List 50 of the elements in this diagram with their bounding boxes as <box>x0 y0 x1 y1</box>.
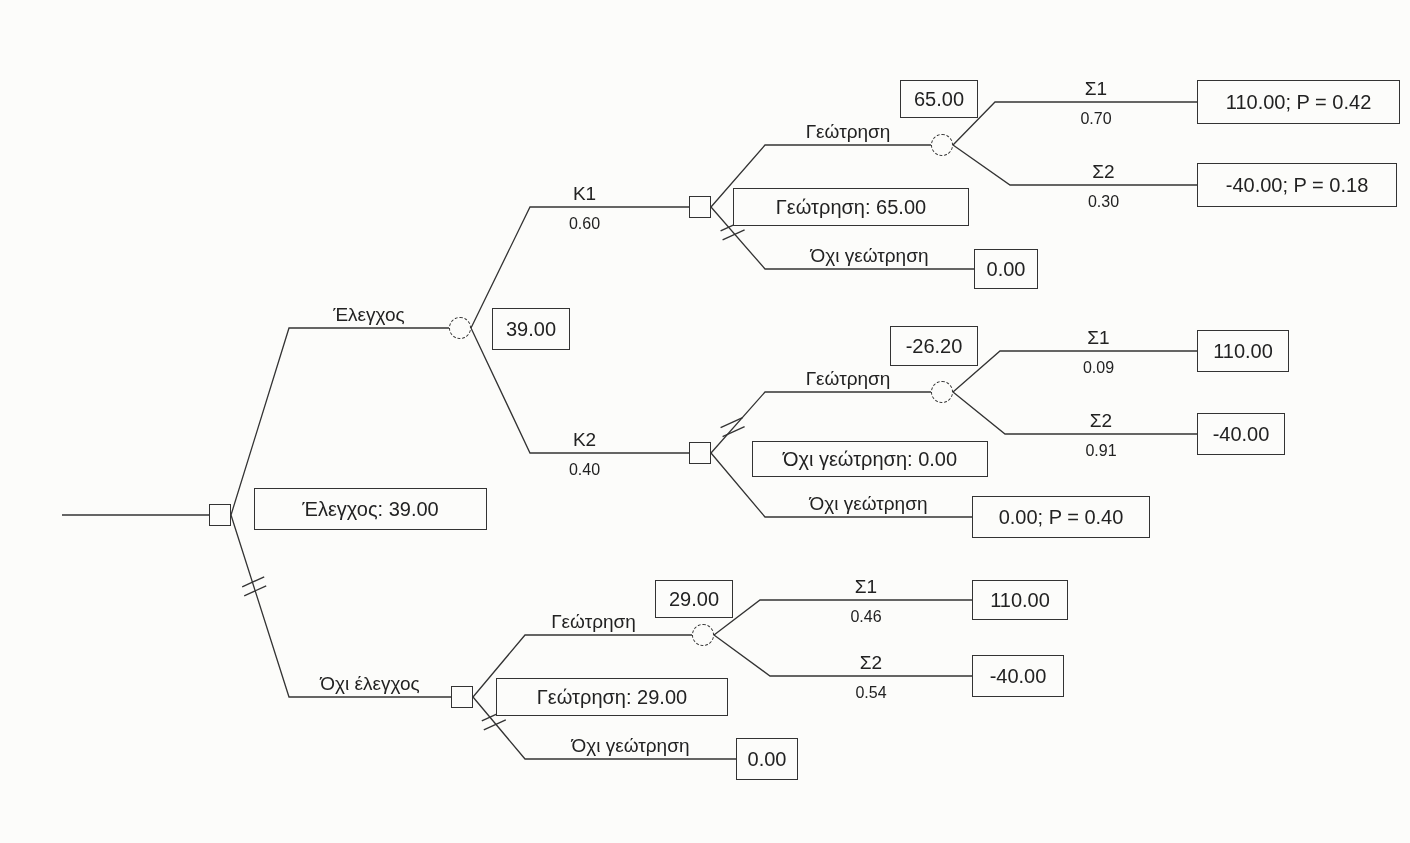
branch-line <box>952 391 1198 435</box>
branch-line <box>230 514 452 698</box>
branch-line <box>710 206 975 270</box>
probability-label: 0.46 <box>850 609 882 625</box>
branch-line <box>230 327 450 516</box>
decision-node <box>209 504 231 526</box>
branch-line <box>470 327 690 454</box>
value-box: 0.00 <box>736 738 798 780</box>
value-box: -26.20 <box>890 326 978 366</box>
decision-node <box>451 686 473 708</box>
branch-line <box>710 391 932 454</box>
value-box: 39.00 <box>492 308 570 350</box>
branch-line <box>472 634 693 698</box>
value-box: 0.00; P = 0.40 <box>972 496 1150 538</box>
value-box: 110.00 <box>972 580 1068 620</box>
probability-label: 0.30 <box>1087 194 1120 210</box>
chance-node <box>449 317 471 339</box>
value-box: 110.00 <box>1197 330 1289 372</box>
branch-line <box>472 696 737 760</box>
value-box: Γεώτρηση: 29.00 <box>496 678 728 716</box>
branch-line <box>470 206 690 329</box>
branch-line <box>61 514 210 516</box>
branch-line <box>952 144 1198 186</box>
probability-label: 0.09 <box>1082 360 1115 376</box>
value-box: Έλεγχος: 39.00 <box>254 488 487 530</box>
probability-label: 0.54 <box>855 685 887 701</box>
value-box: -40.00 <box>1197 413 1285 455</box>
value-box: -40.00; P = 0.18 <box>1197 163 1397 207</box>
branch-line <box>952 350 1198 393</box>
decision-node <box>689 196 711 218</box>
branch-line <box>710 144 932 208</box>
value-box: 29.00 <box>655 580 733 618</box>
probability-label: 0.40 <box>568 462 601 478</box>
probability-label: 0.60 <box>568 216 601 232</box>
value-box: -40.00 <box>972 655 1064 697</box>
value-box: 65.00 <box>900 80 978 118</box>
branch-line <box>713 634 973 677</box>
branch-line <box>952 101 1198 146</box>
chance-node <box>692 624 714 646</box>
decision-node <box>689 442 711 464</box>
value-box: 110.00; P = 0.42 <box>1197 80 1400 124</box>
chance-node <box>931 381 953 403</box>
value-box: Γεώτρηση: 65.00 <box>733 188 969 226</box>
probability-label: 0.91 <box>1085 443 1117 459</box>
chance-node <box>931 134 953 156</box>
probability-label: 0.70 <box>1080 111 1112 127</box>
value-box: 0.00 <box>974 249 1038 289</box>
branch-line <box>713 599 973 636</box>
value-box: Όχι γεώτρηση: 0.00 <box>752 441 988 477</box>
branch-line <box>710 452 973 518</box>
